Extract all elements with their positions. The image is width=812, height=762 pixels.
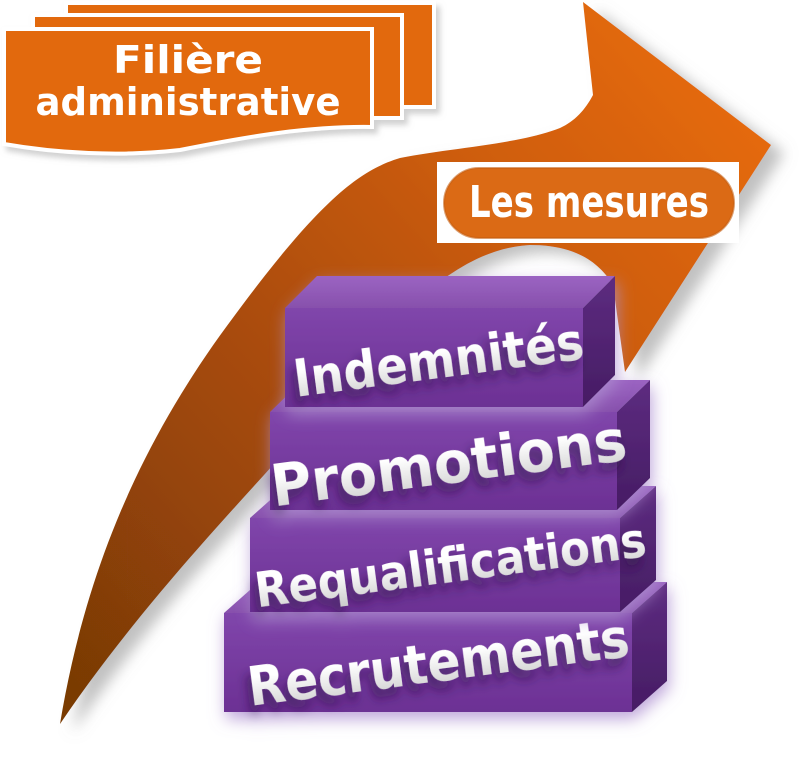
banner-line2: administrative xyxy=(36,80,341,124)
block-indemnites: Indemnités xyxy=(285,276,615,410)
measures-label-group: Les mesures xyxy=(437,162,739,243)
banner-line1: Filière xyxy=(113,38,263,82)
measures-label: Les mesures xyxy=(469,177,709,228)
pyramid: Recrutements Requalifications Promotions… xyxy=(224,276,667,719)
measures-pill xyxy=(443,167,735,239)
block-indemnites-side xyxy=(583,276,615,407)
block-recrutements-side xyxy=(632,582,667,712)
block-indemnites-front xyxy=(285,308,583,407)
block-recrutements-front xyxy=(224,613,632,712)
block-requalifications-front xyxy=(250,518,620,612)
block-promotions-front xyxy=(270,412,617,510)
block-promotions-side xyxy=(617,380,650,510)
block-indemnites-top xyxy=(285,276,615,308)
banner-stack: Filière administrative xyxy=(2,1,436,156)
banner-card-front xyxy=(2,27,374,156)
block-requalifications-side xyxy=(620,486,656,612)
